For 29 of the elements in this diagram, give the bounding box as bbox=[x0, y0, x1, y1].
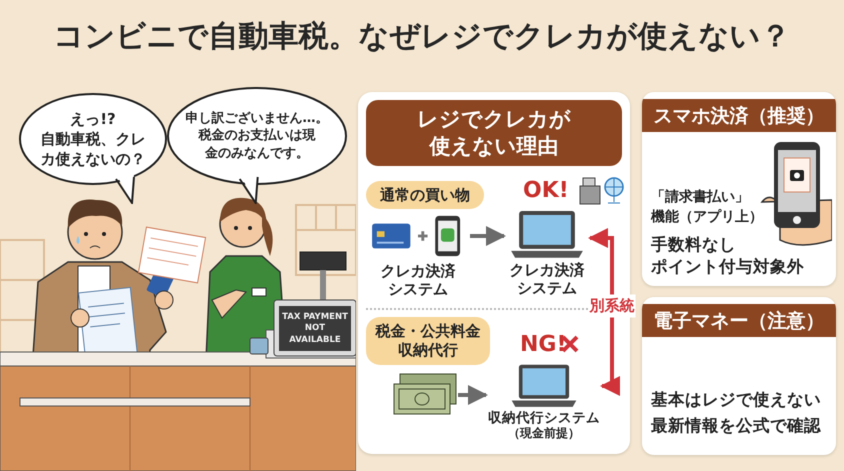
note-text: 最新情報を公式で確認 bbox=[651, 415, 822, 436]
speech-text: 申し訳ございません…。 bbox=[186, 110, 328, 128]
category-tag: 通常の買い物 bbox=[366, 181, 484, 209]
speech-text: 税金のお支払いは現金のみなんです。 bbox=[197, 127, 316, 162]
note-text: 機能（アプリ上） bbox=[651, 208, 764, 226]
card-header: 電子マネー（注意） bbox=[642, 304, 836, 337]
speech-text: えっ!? bbox=[70, 108, 116, 129]
card-header: スマホ決済（推奨） bbox=[642, 99, 836, 132]
system-label: （現金前提） bbox=[508, 426, 580, 440]
info-card bbox=[642, 92, 836, 286]
status-text: OK! bbox=[523, 178, 569, 203]
note-text: 基本はレジで使えない bbox=[651, 389, 822, 410]
info-card bbox=[642, 297, 836, 455]
note-text: 手数料なし bbox=[651, 234, 737, 256]
status-text: NG! bbox=[520, 332, 567, 357]
category-tag: 税金・公共料金収納代行 bbox=[366, 317, 490, 365]
arrow bbox=[458, 385, 488, 405]
note-text: 「請求書払い」 bbox=[651, 188, 750, 206]
system-label: クレカ決済システム bbox=[508, 260, 586, 297]
arrow bbox=[470, 226, 506, 246]
speech-text: 自動車税、クレカ使えないの？ bbox=[40, 128, 146, 170]
note-text: ポイント付与対象外 bbox=[651, 256, 805, 278]
arrow bbox=[588, 228, 620, 396]
system-label: 収納代行システム bbox=[488, 410, 600, 426]
edge-label: 別系統 bbox=[588, 294, 636, 318]
screen-text: TAX PAYMENT NOT AVAILABLE bbox=[281, 312, 349, 346]
system-label: クレカ決済システム bbox=[380, 262, 456, 298]
panel-header: レジでクレカが使えない理由 bbox=[366, 100, 622, 166]
page-title: コンビニで自動車税。なぜレジでクレカが使えない？ bbox=[52, 18, 792, 56]
